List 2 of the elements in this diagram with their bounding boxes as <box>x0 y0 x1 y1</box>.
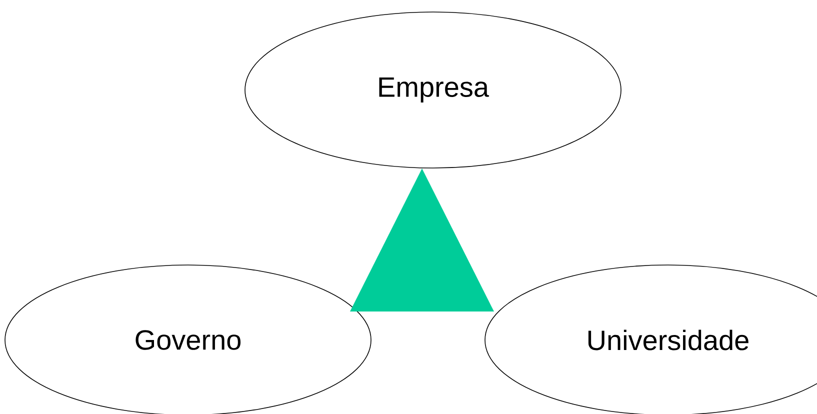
triangle <box>350 168 494 312</box>
ellipse-node: Empresa <box>244 12 622 168</box>
